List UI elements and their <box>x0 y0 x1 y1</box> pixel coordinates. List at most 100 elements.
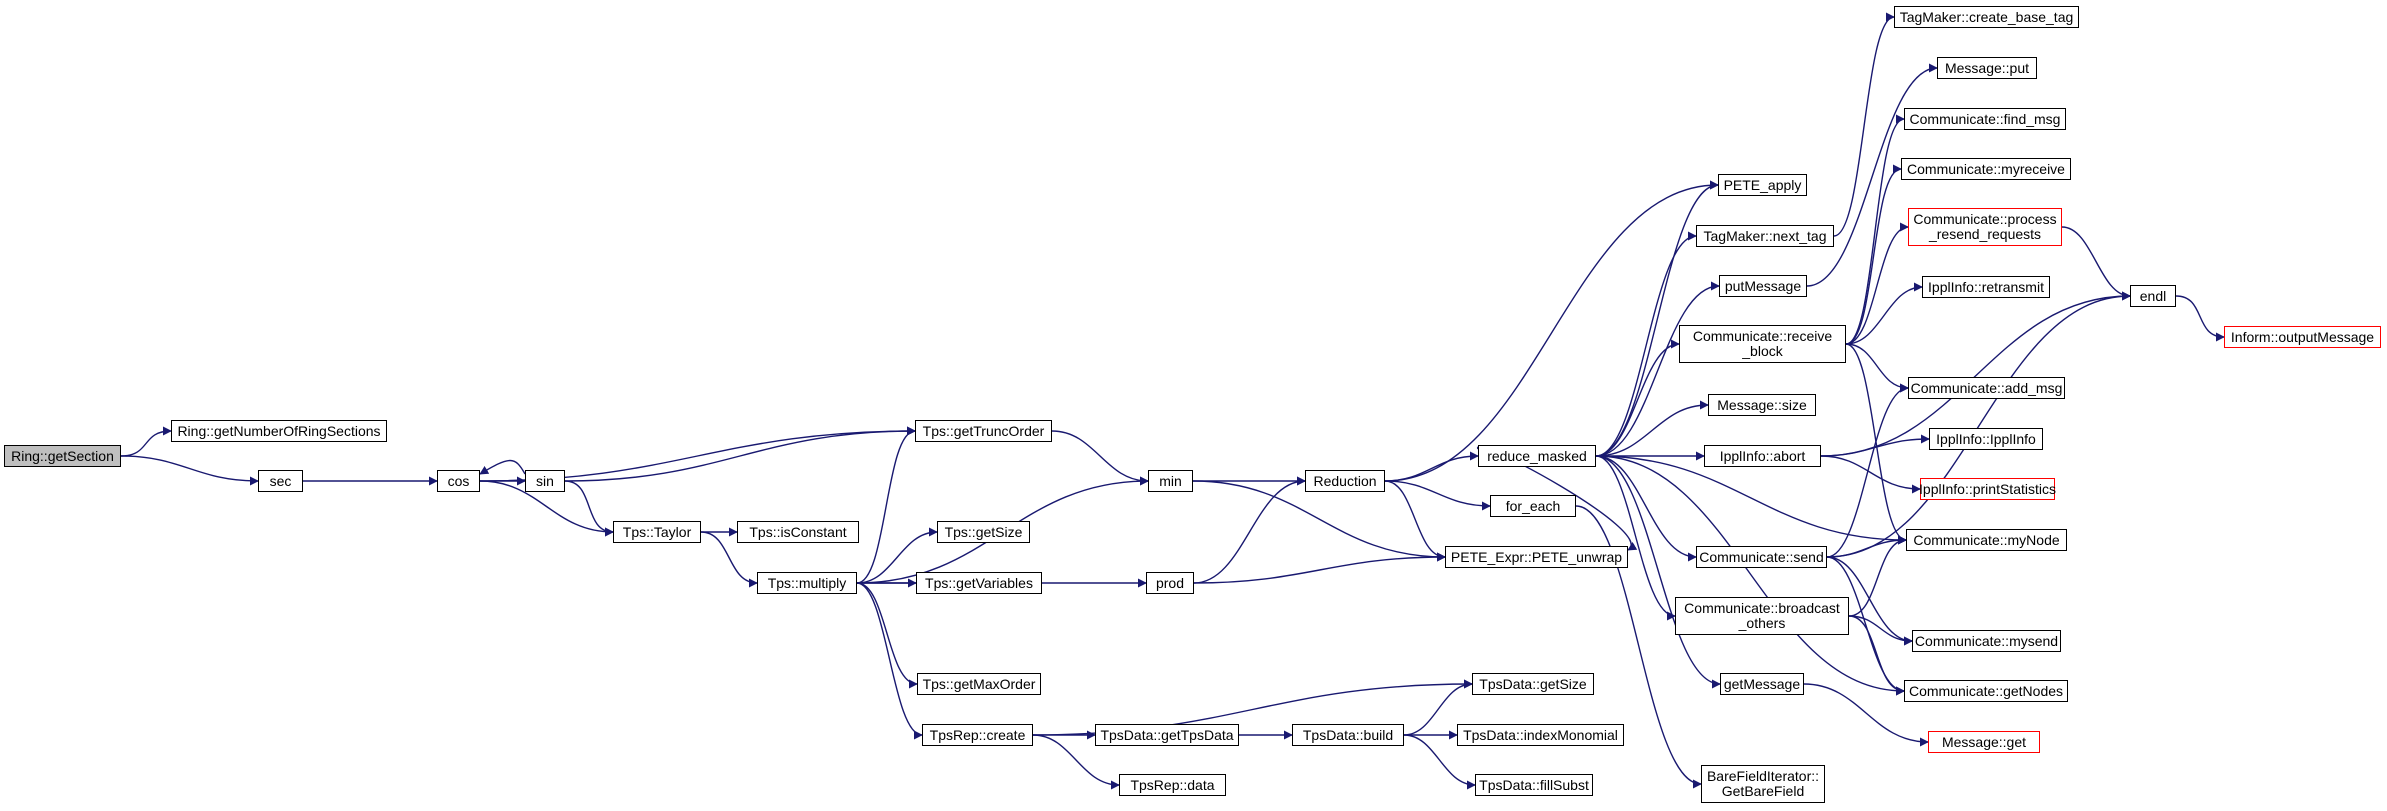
edge-reduce-masked-to-comm-send <box>1595 455 1697 562</box>
edge-reduce-masked-to-getmessage <box>1595 455 1721 689</box>
edge-tps-taylor-to-tps-multiply <box>700 531 758 588</box>
node-ipplinfo-abort[interactable]: IpplInfo::abort <box>1704 445 1821 467</box>
edge-ring-getsection-to-ring-getnumberofringsections <box>120 426 172 457</box>
edge-tpsdata-build-to-tpsdata-getSize <box>1403 679 1473 736</box>
node-tps-getMaxOrder[interactable]: Tps::getMaxOrder <box>917 673 1041 695</box>
edge-layer <box>120 12 2225 790</box>
edge-reduce-masked-to-comm-broadcast-others <box>1595 455 1676 621</box>
edge-reduction-to-pete-apply <box>1384 180 1719 482</box>
edge-comm-receive-block-to-comm-find-msg <box>1845 114 1905 345</box>
edge-sin-to-cos <box>479 459 526 475</box>
node-cos[interactable]: cos <box>437 470 480 492</box>
node-tps-multiply[interactable]: Tps::multiply <box>757 572 857 594</box>
edge-tps-multiply-to-tps-getTruncOrder <box>856 426 916 584</box>
node-tps-getSize[interactable]: Tps::getSize <box>937 521 1030 543</box>
edge-comm-receive-block-to-ipplinfo-retransmit <box>1845 282 1923 345</box>
edge-reduce-masked-to-comm-getnodes <box>1595 455 1905 696</box>
node-pete-apply[interactable]: PETE_apply <box>1718 174 1807 196</box>
node-pete-expr-unwrap[interactable]: PETE_Expr::PETE_unwrap <box>1445 546 1628 568</box>
node-ipplinfo-retransmit[interactable]: IpplInfo::retransmit <box>1922 276 2050 298</box>
node-tpsdata-build[interactable]: TpsData::build <box>1292 724 1404 746</box>
edge-reduce-masked-to-comm-receive-block <box>1595 339 1680 457</box>
edge-for-each-to-barefielditerator-getbarefield <box>1575 505 1702 789</box>
edge-comm-receive-block-to-comm-add-msg <box>1845 343 1909 393</box>
node-comm-receive-block[interactable]: Communicate::receive _block <box>1679 325 1846 363</box>
node-tpsdata-getSize[interactable]: TpsData::getSize <box>1472 673 1594 695</box>
node-comm-mynode[interactable]: Communicate::myNode <box>1906 529 2067 551</box>
edge-min-to-pete-expr-unwrap <box>1192 480 1446 562</box>
node-getmessage[interactable]: getMessage <box>1720 673 1804 695</box>
edge-getmessage-to-message-get <box>1803 683 1929 747</box>
edge-tps-multiply-to-tpsrep-create <box>856 582 923 740</box>
node-ring-getnumberofringsections[interactable]: Ring::getNumberOfRingSections <box>171 420 387 442</box>
node-barefielditerator-getbarefield[interactable]: BareFieldIterator:: GetBareField <box>1701 765 1825 803</box>
node-inform-outputmessage[interactable]: Inform::outputMessage <box>2224 326 2381 348</box>
edge-reduction-to-pete-expr-unwrap <box>1384 480 1446 562</box>
node-tps-isConstant[interactable]: Tps::isConstant <box>737 521 859 543</box>
node-comm-process-resend-requests[interactable]: Communicate::process _resend_requests <box>1908 208 2062 246</box>
edge-tpsrep-create-to-tpsrep-data <box>1032 734 1120 790</box>
edge-comm-broadcast-others-to-comm-mysend <box>1848 615 1913 646</box>
node-comm-mysend[interactable]: Communicate::mysend <box>1912 630 2061 652</box>
edge-reduce-masked-to-message-size <box>1595 400 1709 457</box>
node-reduce-masked[interactable]: reduce_masked <box>1478 445 1596 467</box>
edge-comm-receive-block-to-comm-process-resend-requests <box>1845 222 1909 345</box>
node-tps-getTruncOrder[interactable]: Tps::getTruncOrder <box>915 420 1052 442</box>
edge-tps-multiply-to-tps-getSize <box>856 527 938 584</box>
edge-tpsdata-build-to-tpsdata-fillSubst <box>1403 734 1476 790</box>
node-comm-getnodes[interactable]: Communicate::getNodes <box>1904 680 2068 702</box>
node-tps-getVariables[interactable]: Tps::getVariables <box>916 572 1042 594</box>
edge-sin-to-tps-getTruncOrder <box>564 426 916 482</box>
edge-ring-getsection-to-sec <box>120 455 259 486</box>
edge-comm-broadcast-others-to-comm-mynode <box>1848 535 1907 617</box>
node-min[interactable]: min <box>1148 470 1193 492</box>
edge-reduction-to-reduce-masked <box>1384 451 1479 482</box>
edge-reduce-masked-to-comm-mynode <box>1595 455 1907 545</box>
node-reduction[interactable]: Reduction <box>1305 470 1385 492</box>
node-endl[interactable]: endl <box>2130 285 2176 307</box>
node-for-each[interactable]: for_each <box>1490 495 1576 517</box>
node-tpsdata-fillSubst[interactable]: TpsData::fillSubst <box>1475 774 1593 796</box>
node-comm-broadcast-others[interactable]: Communicate::broadcast _others <box>1675 597 1849 635</box>
edge-comm-receive-block-to-comm-myreceive <box>1845 164 1902 345</box>
node-message-get[interactable]: Message::get <box>1928 731 2040 753</box>
edge-comm-process-resend-requests-to-endl <box>2061 226 2131 301</box>
edge-putmessage-to-message-put <box>1806 63 1938 287</box>
edge-comm-send-to-endl <box>1826 291 2131 558</box>
node-tagmaker-create-base-tag[interactable]: TagMaker::create_base_tag <box>1894 6 2079 28</box>
node-tpsdata-indexMonomial[interactable]: TpsData::indexMonomial <box>1457 724 1624 746</box>
edge-cos-to-tps-taylor <box>479 480 614 537</box>
edge-reduce-masked-to-tagmaker-next-tag <box>1595 231 1697 457</box>
node-tps-taylor[interactable]: Tps::Taylor <box>613 521 701 543</box>
node-tpsrep-create[interactable]: TpsRep::create <box>922 724 1033 746</box>
node-ipplinfo-printstatistics[interactable]: IpplInfo::printStatistics <box>1919 478 2056 500</box>
edge-reduce-masked-to-pete-apply <box>1595 180 1719 457</box>
edge-tps-getTruncOrder-to-min <box>1051 430 1149 486</box>
edge-reduce-masked-to-putmessage <box>1595 281 1720 457</box>
edge-comm-send-to-comm-add-msg <box>1826 383 1909 558</box>
node-tpsdata-getTpsData[interactable]: TpsData::getTpsData <box>1095 724 1239 746</box>
node-ipplinfo-ipplinfo[interactable]: IpplInfo::IpplInfo <box>1929 428 2043 450</box>
edge-prod-to-reduction <box>1193 476 1306 584</box>
edge-reduction-to-for-each <box>1384 480 1491 511</box>
node-message-size[interactable]: Message::size <box>1708 394 1816 416</box>
node-putmessage[interactable]: putMessage <box>1719 275 1807 297</box>
node-message-put[interactable]: Message::put <box>1937 57 2037 79</box>
node-comm-add-msg[interactable]: Communicate::add_msg <box>1908 377 2065 399</box>
node-comm-send[interactable]: Communicate::send <box>1696 546 1827 568</box>
edge-tps-multiply-to-tps-getMaxOrder <box>856 582 918 689</box>
node-comm-find-msg[interactable]: Communicate::find_msg <box>1904 108 2066 130</box>
edge-prod-to-pete-expr-unwrap <box>1193 552 1446 584</box>
edge-tagmaker-next-tag-to-tagmaker-create-base-tag <box>1833 12 1895 237</box>
edge-comm-broadcast-others-to-comm-getnodes <box>1848 615 1905 696</box>
node-comm-myreceive[interactable]: Communicate::myreceive <box>1901 158 2071 180</box>
edge-ipplinfo-abort-to-ipplinfo-printstatistics <box>1820 455 1921 494</box>
node-tagmaker-next-tag[interactable]: TagMaker::next_tag <box>1696 225 1834 247</box>
edge-sin-to-tps-taylor <box>564 480 614 537</box>
node-sin[interactable]: sin <box>525 470 565 492</box>
node-prod[interactable]: prod <box>1146 572 1194 594</box>
node-ring-getsection: Ring::getSection <box>4 445 121 467</box>
node-tpsrep-data[interactable]: TpsRep::data <box>1119 774 1226 796</box>
node-sec[interactable]: sec <box>258 470 303 492</box>
edge-endl-to-inform-outputmessage <box>2175 295 2225 342</box>
